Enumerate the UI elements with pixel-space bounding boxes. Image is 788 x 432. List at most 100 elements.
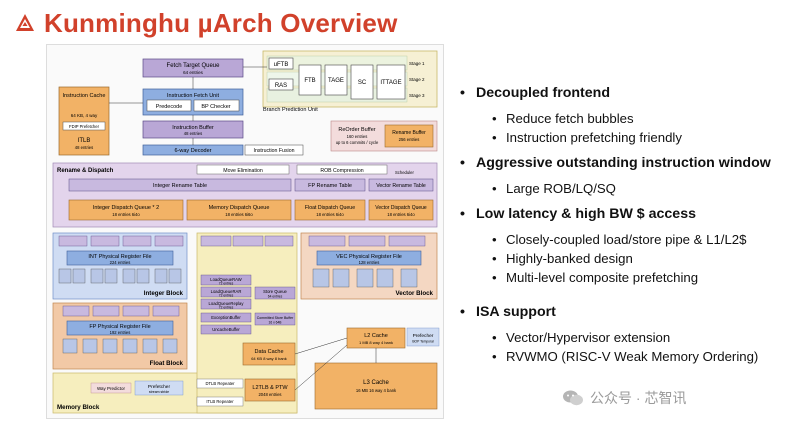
rename-buffer-box (384, 124, 434, 148)
sub-bullet: RVWMO (RISC-V Weak Memory Ordering) (460, 347, 780, 366)
int-prf-label: INT Physical Register File (88, 254, 151, 260)
sc-label: SC (358, 80, 367, 86)
lq-raw-label: LoadQueueRAW (210, 277, 242, 282)
store-queue-box (254, 286, 296, 300)
watermark: 公众号 · 芯智讯 (562, 388, 686, 408)
predecode-label: Predecode (156, 104, 183, 110)
stage3-label: Stage 3 (409, 93, 425, 98)
memory-block-label: Memory Block (57, 404, 100, 411)
bullet-window: Aggressive outstanding instruction windo… (460, 154, 780, 172)
uarch-diagram: Branch Prediction Unit Stage 1 Stage 2 S… (46, 44, 444, 419)
bullet-cache-access: Low latency & high BW $ access (460, 205, 780, 223)
lq-rar-sub: 72 entries (219, 294, 234, 298)
tage-label: TAGE (328, 78, 344, 84)
ras-box (268, 78, 294, 91)
store-queue-sub: 64 entries (268, 295, 283, 299)
ftq-label: Fetch Target Queue (167, 63, 221, 69)
fp-prf-sub: 192 entries (110, 330, 131, 335)
fp-exu-units (62, 338, 178, 354)
rob-compress-label: ROB Compression (320, 168, 363, 174)
float-dq-label: Float Dispatch Queue (305, 205, 355, 211)
prefetcher-sub: stream stride (149, 390, 169, 394)
page-title: Kunminghu µArch Overview (44, 7, 398, 38)
vec-dq-label: Vector Dispatch Queue (375, 205, 427, 211)
rename-buffer-sub: 256 entries (399, 137, 420, 142)
sub-bullet: Closely-coupled load/store pipe & L1/L2$ (460, 230, 780, 249)
bpu-label: Branch Prediction Unit (263, 107, 318, 113)
exc-buffer-box (200, 312, 252, 323)
xiangshan-logo-icon (16, 14, 34, 31)
float-dq-box (294, 199, 366, 221)
itlb-rep-box (196, 396, 244, 407)
bullet-isa: ISA support (460, 303, 780, 321)
float-block-label: Float Block (150, 360, 184, 367)
sub-bullet: Instruction prefetching friendly (460, 128, 780, 147)
sbuffer-sub: 16 x 64B (268, 321, 282, 325)
ifu-label: Instruction Fetch Unit (167, 93, 219, 99)
lq-raw-box (200, 274, 252, 286)
sub-bullet: Large ROB/LQ/SQ (460, 179, 780, 198)
move-elim-box (196, 164, 290, 175)
vector-block-label: Vector Block (396, 290, 434, 297)
itlb-label: ITLB (78, 138, 91, 144)
float-dq-sub: 18 entries 6i4o (316, 212, 344, 217)
l2tlb-l2-link (294, 344, 348, 391)
vec-dq-sub: 18 entries 6i4o (387, 212, 415, 217)
mem-dq-box (186, 199, 292, 221)
vec-prf-label: VEC Physical Register File (336, 254, 402, 260)
ibuffer-label: Instruction Buffer (172, 125, 214, 131)
fp-issue-queues (62, 305, 180, 317)
lq-rar-box (200, 286, 252, 298)
mem-issue-queues (200, 235, 294, 247)
lq-replay-box (200, 298, 252, 310)
dcache-sub: 64 KB 8 way 8 bank (251, 356, 287, 361)
int-prf-sub: 224 entries (110, 260, 131, 265)
sub-bullet: Multi-level composite prefetching (460, 268, 780, 287)
sub-bullet: Reduce fetch bubbles (460, 109, 780, 128)
dcache-label: Data Cache (254, 349, 283, 355)
l3-label: L3 Cache (363, 380, 389, 386)
l2-pref-sub: BOP Temporal (412, 340, 434, 344)
vec-dq-box (368, 199, 434, 221)
lq-replay-sub: 72 entries (219, 306, 234, 310)
l2-pref-label: Prefecher (413, 333, 434, 339)
move-elim-label: Move Elimination (223, 168, 263, 174)
predecode-box (146, 99, 192, 112)
l2-label: L2 Cache (364, 333, 388, 339)
int-issue-queues (58, 235, 184, 247)
int-dq-sub: 18 entries 6i4o (112, 212, 140, 217)
l2tlb-sub: 2048 entries (258, 392, 281, 397)
bullet-frontend: Decoupled frontend (460, 84, 780, 102)
int-dq-box (68, 199, 184, 221)
icache-size: 64 KB, 4 way (71, 113, 98, 118)
watermark-text: 公众号 · 芯智讯 (590, 390, 687, 406)
rename-buffer-label: Rename Buffer (392, 130, 426, 136)
store-queue-label: Store Queue (263, 289, 287, 294)
fdip-label: FDIP Prefetcher (69, 124, 100, 129)
int-rename-label: Integer Rename Table (153, 183, 207, 189)
ibuffer-sub: 48 entries (184, 131, 202, 136)
fusion-label: Instruction Fusion (254, 148, 295, 154)
uftb-box (268, 57, 294, 70)
scheduler-label: Scheduler (395, 170, 414, 175)
dtlb-rep-box (196, 378, 244, 389)
rename-dispatch-label: Rename & Dispatch (57, 168, 114, 174)
sub-bullet: Vector/Hypervisor extension (460, 328, 780, 347)
icache-box (58, 86, 110, 156)
bullet-list: Decoupled frontend Reduce fetch bubbles … (460, 84, 780, 366)
stage1-label: Stage 1 (409, 61, 425, 66)
sub-bullet: Highly-banked design (460, 249, 780, 268)
int-block-label: Integer Block (144, 290, 184, 297)
int-dq-label: Integer Dispatch Queue * 2 (93, 205, 159, 211)
stage2-label: Stage 2 (409, 77, 425, 82)
exc-buffer-label: ExceptionBuffer (211, 315, 241, 320)
dtlb-rep-label: DTLB Repeater (205, 381, 235, 386)
l2-sub: 1 MB 8 way 4 bank (359, 340, 393, 345)
wechat-icon (563, 390, 583, 406)
sbuffer-label: Committed Store Buffer (257, 316, 294, 320)
l3-sub: 16 MB 16 way 4 bank (356, 388, 397, 393)
ittage-label: ITTAGE (380, 80, 401, 86)
lq-replay-label: LoadQueueReplay (209, 301, 245, 306)
ftb-label: FTB (304, 78, 315, 84)
icache-label: Instruction Cache (63, 93, 106, 99)
